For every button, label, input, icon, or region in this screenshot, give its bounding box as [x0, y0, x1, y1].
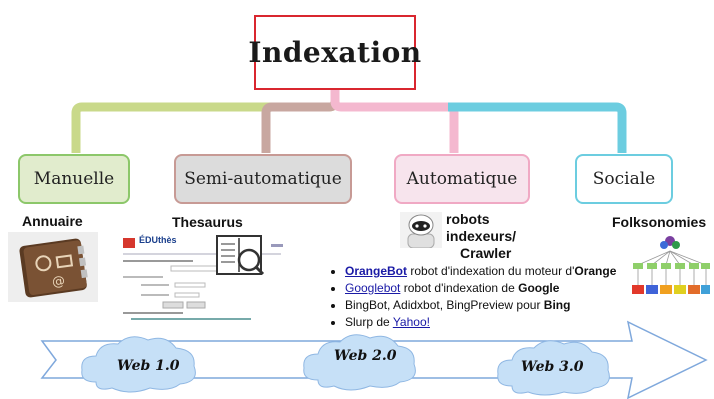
list-item: BingBot, Adidxbot, BingPreview pour Bing: [345, 299, 645, 312]
branch-semi: [261, 100, 340, 153]
list-item: OrangeBot robot d'indexation du moteur d…: [345, 265, 645, 278]
category-semi-automatique: Semi-automatique: [174, 154, 352, 204]
robots-label-2: indexeurs/: [446, 228, 517, 244]
category-label: Manuelle: [33, 169, 115, 189]
thesaurus-screenshot: ÉDUthès: [121, 232, 289, 327]
category-label: Automatique: [406, 169, 518, 189]
category-sociale: Sociale: [575, 154, 673, 204]
category-manuelle: Manuelle: [18, 154, 130, 204]
list-item: Slurp de Yahoo!: [345, 316, 645, 329]
category-label: Sociale: [592, 169, 656, 189]
svg-text:@: @: [51, 274, 66, 291]
folksonomies-label: Folksonomies: [612, 214, 707, 230]
cloud-label-web-1: Web 1.0: [117, 358, 180, 374]
crawler-list: OrangeBot robot d'indexation du moteur d…: [330, 265, 645, 333]
cloud-label-web-3: Web 3.0: [521, 359, 584, 375]
branch-manuelle: [71, 90, 340, 153]
robots-label-3: Crawler: [460, 245, 512, 261]
category-automatique: Automatique: [394, 154, 530, 204]
orangebot-link[interactable]: OrangeBot: [345, 264, 408, 278]
list-item: Googlebot robot d'indexation de Google: [345, 282, 645, 295]
thesaurus-logo: ÉDUthès: [139, 235, 177, 245]
list-item-bold: Bing: [543, 298, 571, 312]
list-item-text: BingBot, Adidxbot, BingPreview pour: [345, 298, 544, 312]
branch-sociale: [448, 102, 627, 153]
yahoo-link[interactable]: Yahoo!: [392, 315, 430, 329]
cloud-web-1: [81, 336, 196, 393]
folksonomy-tree-icon: [632, 236, 710, 294]
list-item-text: robot d'indexation de: [400, 281, 519, 295]
cloud-label-web-2: Web 2.0: [334, 348, 397, 364]
root-title: Indexation: [248, 36, 422, 69]
list-item-text: Slurp de: [345, 315, 393, 329]
robots-label-1: robots: [446, 211, 490, 227]
list-item-bold: Orange: [574, 264, 617, 278]
list-item-text: robot d'indexation du moteur d': [407, 264, 575, 278]
list-item-bold: Google: [518, 281, 560, 295]
annuaire-label: Annuaire: [22, 213, 83, 229]
robot-icon: [400, 212, 442, 248]
cloud-web-3: [497, 340, 610, 396]
web-evolution-arrow: Web 1.0 Web 2.0 Web 3.0: [40, 320, 708, 399]
cloud-web-2: [303, 334, 416, 391]
googlebot-link[interactable]: Googlebot: [345, 281, 401, 295]
address-book-icon: @: [8, 232, 98, 302]
category-label: Semi-automatique: [184, 169, 342, 189]
root-node: Indexation: [248, 15, 421, 90]
thesaurus-label: Thesaurus: [172, 214, 243, 230]
branch-automatique: [330, 90, 459, 153]
